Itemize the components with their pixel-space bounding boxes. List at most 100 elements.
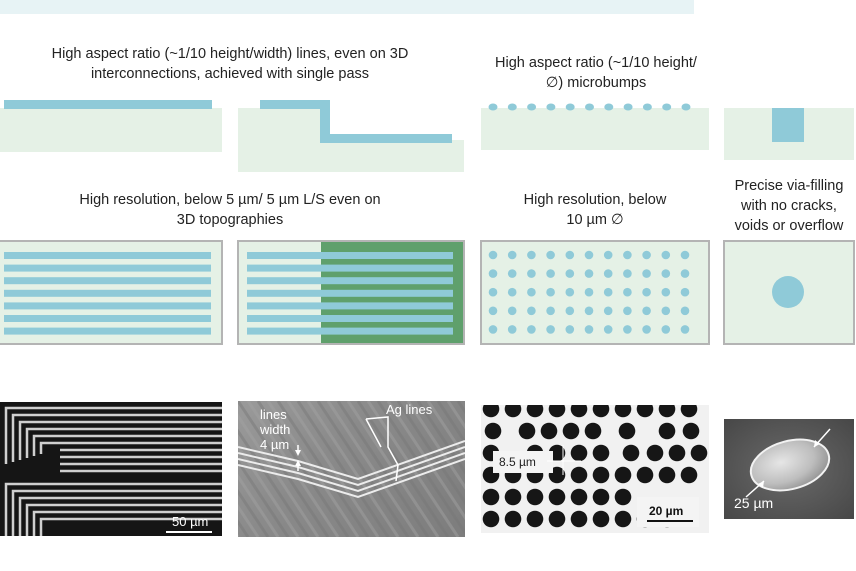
top-view-via bbox=[723, 240, 855, 345]
surface-texture bbox=[426, 401, 465, 460]
lines-width-text: lines width 4 µm bbox=[260, 407, 291, 452]
surface-texture bbox=[406, 401, 465, 490]
printed-dot-photo bbox=[614, 488, 632, 506]
printed-dot-photo bbox=[690, 444, 708, 462]
printed-dot-photo bbox=[680, 466, 698, 484]
microbump bbox=[565, 103, 575, 111]
printed-dot bbox=[565, 287, 575, 297]
printed-dot-photo bbox=[592, 510, 610, 528]
serpentine-trace bbox=[4, 482, 222, 536]
printed-dot-photo bbox=[548, 510, 566, 528]
printed-dot bbox=[565, 325, 575, 334]
printed-dot bbox=[546, 287, 555, 297]
printed-line-right bbox=[321, 252, 453, 259]
label-backdrop bbox=[493, 451, 553, 473]
printed-dot-photo bbox=[504, 510, 522, 528]
caption-lines-resolution: High resolution, below 5 µm/ 5 µm L/S ev… bbox=[79, 192, 381, 228]
serpentine-trace bbox=[11, 413, 222, 462]
printed-dot bbox=[680, 250, 690, 260]
printed-dot-photo bbox=[548, 405, 566, 418]
printed-line-left bbox=[247, 252, 321, 259]
printed-dot bbox=[507, 306, 517, 316]
printed-dot bbox=[642, 269, 651, 278]
printed-dot bbox=[546, 325, 555, 334]
caption-microbumps: High aspect ratio (~1/10 height/∅) micro… bbox=[495, 55, 697, 91]
serpentine-trace bbox=[25, 503, 222, 536]
caption-via-filling: Precise via-filling with no cracks, void… bbox=[734, 178, 844, 234]
printed-dot bbox=[680, 269, 690, 278]
printed-dot-photo bbox=[592, 405, 610, 418]
printed-dot bbox=[603, 287, 613, 297]
printed-dot bbox=[661, 325, 671, 334]
printed-line-left bbox=[247, 327, 321, 335]
microbump bbox=[546, 103, 556, 111]
width-arrow-head bbox=[295, 460, 301, 466]
printed-dot bbox=[603, 250, 613, 260]
microbump bbox=[681, 103, 691, 111]
printed-dot-photo bbox=[484, 422, 502, 440]
printed-dot bbox=[546, 306, 555, 316]
printed-dot-photo bbox=[646, 444, 664, 462]
ag-line bbox=[238, 458, 465, 499]
surface-texture bbox=[238, 488, 270, 537]
printed-dot-photo bbox=[668, 444, 686, 462]
printed-line-right bbox=[321, 315, 453, 322]
printed-dot-photo bbox=[548, 488, 566, 506]
cross-section-step-line bbox=[238, 100, 464, 172]
printed-dot-photo bbox=[614, 510, 632, 528]
printed-line bbox=[4, 315, 211, 322]
printed-dot bbox=[584, 287, 594, 297]
printed-line-right bbox=[321, 327, 453, 335]
printed-dot-photo bbox=[482, 405, 500, 418]
printed-dot-photo bbox=[636, 405, 654, 418]
microbump bbox=[585, 103, 594, 111]
printed-dot bbox=[680, 287, 690, 297]
cross-section-flat-line bbox=[0, 100, 222, 152]
printed-dot bbox=[527, 306, 536, 316]
microbump bbox=[623, 103, 633, 111]
surface-texture bbox=[306, 401, 400, 537]
surface-texture bbox=[346, 401, 440, 537]
printed-dot-photo bbox=[482, 510, 500, 528]
printed-dot-photo bbox=[570, 488, 588, 506]
surface-texture bbox=[386, 401, 465, 521]
printed-dot-photo bbox=[592, 488, 610, 506]
microbump bbox=[527, 103, 537, 111]
printed-dot-photo bbox=[482, 488, 500, 506]
surface-texture bbox=[266, 401, 360, 537]
printed-dot bbox=[584, 250, 594, 260]
microbump bbox=[604, 103, 614, 111]
surface-texture bbox=[446, 401, 465, 430]
printed-dot-photo bbox=[592, 466, 610, 484]
printed-dot-photo bbox=[658, 466, 676, 484]
serpentine-trace bbox=[39, 441, 222, 454]
printed-line-right bbox=[321, 277, 453, 285]
scale-bar-serpentine bbox=[166, 531, 212, 533]
scale-label-via: 25 µm bbox=[734, 495, 774, 511]
caption-lines-aspect: High aspect ratio (~1/10 height/width) l… bbox=[51, 46, 409, 82]
printed-dot bbox=[527, 287, 536, 297]
printed-dot bbox=[584, 306, 594, 316]
ag-line bbox=[238, 446, 465, 487]
printed-dot bbox=[623, 250, 632, 260]
printed-dot bbox=[507, 269, 517, 278]
printed-dot-photo bbox=[540, 422, 558, 440]
printed-line-left bbox=[247, 277, 321, 285]
printed-dot bbox=[680, 325, 690, 334]
printed-dot-photo bbox=[682, 422, 700, 440]
serpentine-trace bbox=[11, 489, 222, 536]
printed-dot-photo bbox=[526, 405, 544, 418]
printed-dot-photo bbox=[614, 405, 632, 418]
printed-dot-photo bbox=[562, 422, 580, 440]
printed-dot-photo bbox=[518, 422, 536, 440]
serpentine-trace bbox=[32, 510, 222, 536]
surface-texture bbox=[316, 401, 410, 537]
printed-dot bbox=[584, 269, 594, 278]
printed-dot bbox=[642, 325, 651, 334]
cross-section-microbumps bbox=[481, 103, 709, 150]
top-view-lines bbox=[0, 240, 223, 345]
scale-label-dots: 20 µm bbox=[649, 504, 684, 518]
micrograph-ag-lines: lines width 4 µm Ag lines bbox=[238, 401, 465, 537]
micrograph-serpentine: 50 µm bbox=[0, 402, 222, 536]
printed-dot bbox=[507, 287, 517, 297]
